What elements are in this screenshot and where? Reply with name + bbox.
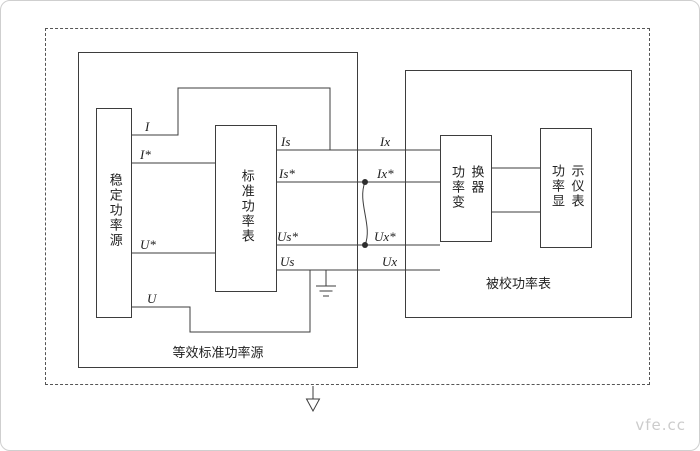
terminal-ix: Ix: [380, 134, 391, 149]
terminal-us: Us: [280, 254, 295, 269]
system-boundary: [45, 28, 650, 385]
watermark: vfe.cc: [635, 416, 686, 434]
dut-block: [405, 70, 632, 318]
standard-power-meter-label: 标准功率表: [238, 168, 254, 244]
power-converter-label: 功率变换器: [449, 164, 484, 210]
equivalent-source-label: 等效标准功率源: [172, 346, 264, 361]
terminal-is: Is: [281, 134, 291, 149]
terminal-u-star: U*: [140, 237, 156, 252]
terminal-ux: Ux: [382, 254, 398, 269]
equivalent-source-block: [78, 52, 358, 368]
stable-power-source-label: 稳定功率源: [106, 173, 122, 248]
standard-power-meter-box: 标准功率表: [215, 125, 277, 292]
terminal-i-star: I*: [140, 147, 151, 162]
power-display-box: 功率显示仪表: [540, 128, 592, 248]
terminal-ux-star: Ux*: [374, 229, 396, 244]
terminal-i: I: [145, 119, 150, 134]
stable-power-source-box: 稳定功率源: [96, 108, 132, 318]
terminal-ix-star: Ix*: [377, 166, 394, 181]
terminal-is-star: Is*: [279, 166, 295, 181]
terminal-u: U: [147, 291, 157, 306]
power-display-label: 功率显示仪表: [549, 164, 584, 209]
terminal-us-star: Us*: [277, 229, 298, 244]
dut-label: 被校功率表: [485, 277, 551, 292]
power-converter-box: 功率变换器: [440, 135, 492, 242]
